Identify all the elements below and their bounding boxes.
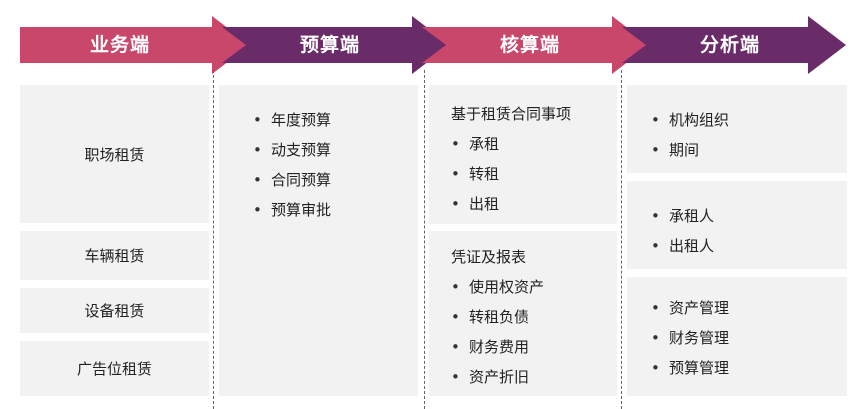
stage-label-analysis: 分析端 [699, 34, 760, 56]
list-item: 资产折旧 [451, 362, 617, 392]
arrow-stage-accounting [422, 16, 650, 74]
business-item-label: 广告位租赁 [76, 360, 152, 378]
business-box-advertising: 广告位租赁 [20, 341, 209, 396]
business-box-equipment: 设备租赁 [20, 288, 209, 333]
accounting-group-title: 凭证及报表 [451, 248, 527, 266]
analysis-list: 承租人 出租人 [651, 201, 847, 261]
budget-list: 年度预算 动支预算 合同预算 预算审批 [253, 105, 418, 225]
list-item: 动支预算 [253, 135, 418, 165]
accounting-list: 使用权资产 转租负债 财务费用 资产折旧 [451, 272, 617, 392]
analysis-box-parties: 承租人 出租人 [627, 181, 847, 269]
analysis-box-org: 机构组织 期间 [627, 85, 847, 173]
analysis-list: 资产管理 财务管理 预算管理 [651, 293, 847, 383]
accounting-box-vouchers: 凭证及报表 使用权资产 转租负债 财务费用 资产折旧 [429, 231, 617, 396]
stage-label-accounting: 核算端 [499, 34, 560, 56]
list-item: 资产管理 [651, 293, 847, 323]
list-item: 承租人 [651, 201, 847, 231]
list-item: 使用权资产 [451, 272, 617, 302]
stage-label-business: 业务端 [89, 34, 150, 56]
list-item: 预算审批 [253, 195, 418, 225]
divider-3 [621, 70, 622, 409]
list-item: 财务费用 [451, 332, 617, 362]
stage-arrows [20, 16, 846, 74]
list-item: 年度预算 [253, 105, 418, 135]
accounting-group-title: 基于租赁合同事项 [451, 105, 572, 123]
accounting-list: 承租 转租 出租 [451, 129, 617, 219]
analysis-list: 机构组织 期间 [651, 105, 847, 165]
list-item: 预算管理 [651, 353, 847, 383]
divider-1 [213, 70, 214, 409]
accounting-box-contract: 基于租赁合同事项 承租 转租 出租 [429, 85, 617, 224]
list-item: 机构组织 [651, 105, 847, 135]
budget-box: 年度预算 动支预算 合同预算 预算审批 [219, 85, 418, 396]
arrow-stage-analysis [622, 16, 846, 74]
list-item: 出租 [451, 189, 617, 219]
arrow-stage-business [20, 16, 250, 74]
business-box-office: 职场租赁 [20, 85, 209, 223]
list-item: 转租负债 [451, 302, 617, 332]
stage-label-budget: 预算端 [299, 34, 360, 56]
list-item: 合同预算 [253, 165, 418, 195]
business-item-label: 设备租赁 [84, 302, 145, 320]
list-item: 转租 [451, 159, 617, 189]
business-item-label: 职场租赁 [84, 145, 145, 164]
arrow-stage-budget [222, 16, 450, 74]
business-box-vehicle: 车辆租赁 [20, 231, 209, 280]
business-item-label: 车辆租赁 [84, 247, 145, 265]
list-item: 出租人 [651, 231, 847, 261]
list-item: 期间 [651, 135, 847, 165]
analysis-box-management: 资产管理 财务管理 预算管理 [627, 277, 847, 396]
list-item: 财务管理 [651, 323, 847, 353]
divider-2 [424, 70, 425, 409]
list-item: 承租 [451, 129, 617, 159]
